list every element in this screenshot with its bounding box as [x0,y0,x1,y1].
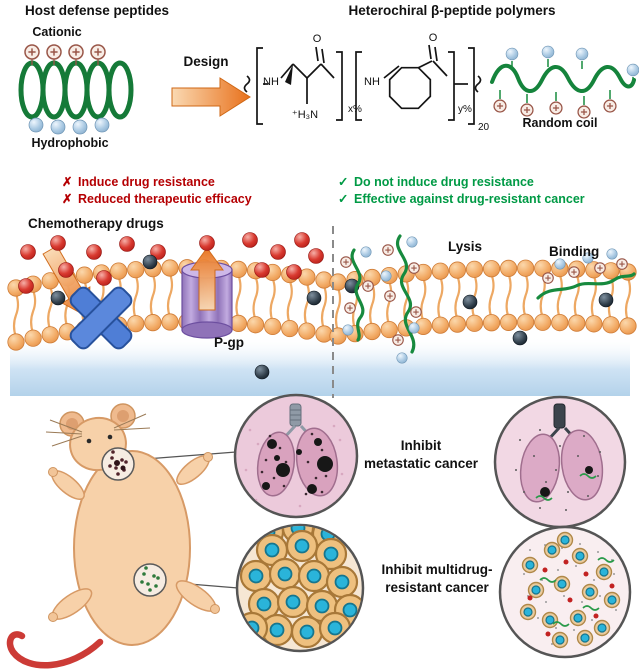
polymer-title: Heterochiral β-peptide polymers [348,3,555,18]
mdr-treated-inset [498,525,632,659]
nh-label: NH [263,76,279,88]
mdr-outcome-line2: resistant cancer [385,580,489,595]
oxygen-label: O [429,32,438,44]
mouse-eye [107,434,113,440]
residual-nodules [515,429,601,511]
hdp-title: Host defense peptides [25,3,169,18]
polymer-chains [350,234,636,354]
mouse-illustration [6,403,220,669]
oxygen-label: O [313,33,322,45]
lysis-label: Lysis [448,239,482,254]
cytoplasm-background [10,336,630,396]
amine-label: ⁺H₃N [292,109,318,121]
dp-label: 20 [478,122,490,133]
cross-icon: ✗ [62,192,72,206]
helix-charge-icons [24,44,110,135]
coil-charge-icons [493,45,639,119]
mouse-tail [6,631,104,669]
x-fraction-label: x% [348,104,362,115]
check-icon: ✓ [338,192,348,206]
y-fraction-label: y% [458,104,472,115]
tumor-nodules [260,432,333,496]
tumor-site-flank [133,563,167,597]
blocked-cross-icon [69,286,133,350]
packed-cancer-cells [238,526,362,649]
positive-item: Effective against drug-resistant cancer [354,192,585,206]
negative-item: Induce drug resistance [78,175,215,189]
mouse-eye [86,438,92,444]
chemotherapy-label: Chemotherapy drugs [28,216,164,231]
beta-peptide-structure [243,44,482,125]
binding-label: Binding [549,244,599,259]
metastatic-outcome-line1: Inhibit [401,438,442,453]
membrane-right [329,259,637,345]
positive-item: Do not induce drug resistance [354,175,534,189]
drug-efflux-arrow-icon [190,247,224,311]
pgp-label: P-gp [214,335,244,350]
nh-label: NH [364,76,380,88]
mdr-outcome-line1: Inhibit multidrug- [382,562,493,577]
random-coil-label: Random coil [522,116,597,130]
disrupted-cancer-cells [519,531,621,649]
hydrophobic-label: Hydrophobic [31,136,108,150]
lungs-metastatic-inset [233,393,359,519]
cationic-label: Cationic [32,25,81,39]
check-icon: ✓ [338,175,348,189]
tumor-site-speckles [108,450,160,592]
random-coil-illustration [490,45,639,119]
mdr-tumor-inset [235,523,365,653]
lungs-treated-inset [493,395,627,529]
design-arrow-icon [171,77,251,117]
metastatic-outcome-line2: metastatic cancer [364,456,479,471]
cross-icon: ✗ [62,175,72,189]
negative-item: Reduced therapeutic efficacy [78,192,252,206]
design-label: Design [183,54,228,69]
helix-peptide-illustration [18,44,134,135]
